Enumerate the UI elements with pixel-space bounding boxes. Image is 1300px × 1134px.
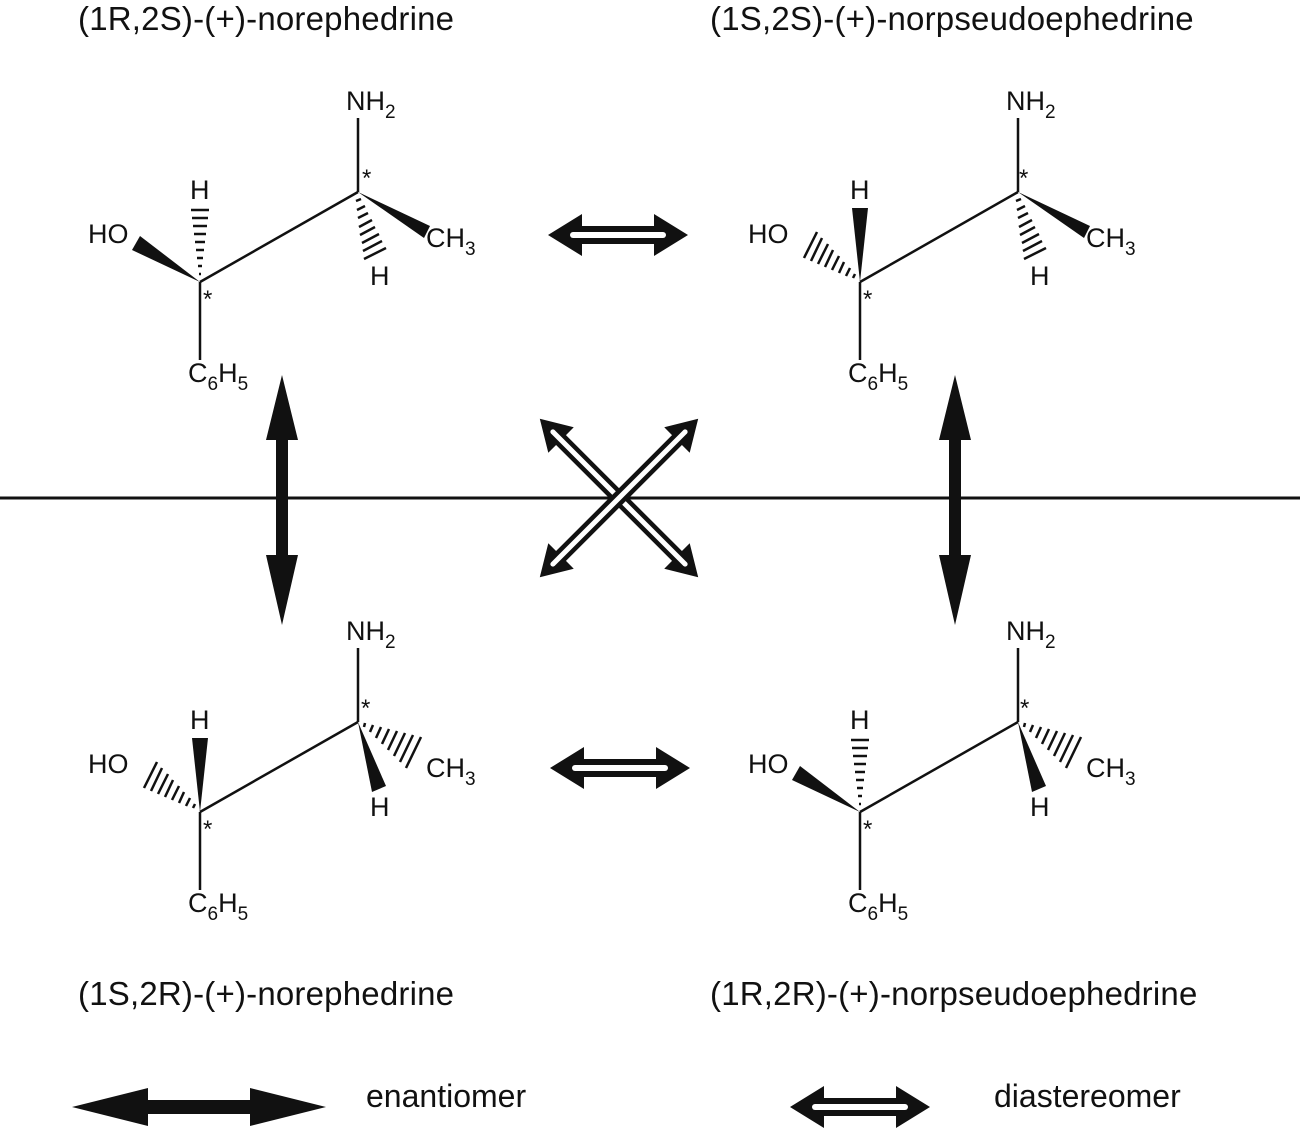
hydroxyl-label: HO xyxy=(88,219,129,249)
methyl-label: CH3 xyxy=(1086,753,1136,790)
amine-label: NH2 xyxy=(1006,86,1056,123)
legend-diastereomer-arrow xyxy=(790,1086,930,1128)
stereocenter-marker: * xyxy=(362,165,371,192)
methyl-label: CH3 xyxy=(426,223,476,260)
molecule-top-left: NH2 * H HO CH3 H * C6H5 xyxy=(88,86,476,395)
hydrogen-label: H xyxy=(850,175,870,205)
phenyl-label: C6H5 xyxy=(848,358,908,395)
hydrogen-label: H xyxy=(370,792,390,822)
hydroxyl-label: HO xyxy=(748,749,789,779)
title-top-right: (1S,2S)-(+)-norpseudoephedrine xyxy=(710,0,1194,37)
amine-label: NH2 xyxy=(346,616,396,653)
hydroxyl-label: HO xyxy=(88,749,129,779)
stereocenter-marker: * xyxy=(1019,165,1028,192)
legend-enantiomer-label: enantiomer xyxy=(366,1078,527,1114)
stereocenter-marker: * xyxy=(1020,695,1029,722)
hydrogen-label: H xyxy=(370,261,390,291)
title-bottom-right: (1R,2R)-(+)-norpseudoephedrine xyxy=(710,975,1198,1012)
stereocenter-marker: * xyxy=(203,816,212,843)
legend-diastereomer-label: diastereomer xyxy=(994,1078,1181,1114)
hydrogen-label: H xyxy=(1030,792,1050,822)
amine-label: NH2 xyxy=(1006,616,1056,653)
molecule-bottom-right: NH2 * H HO CH3 H * C6H5 xyxy=(748,616,1136,925)
stereocenter-marker: * xyxy=(203,286,212,313)
diastereomer-arrow-bottom xyxy=(550,747,690,789)
hydrogen-label: H xyxy=(190,175,210,205)
phenyl-label: C6H5 xyxy=(848,888,908,925)
enantiomer-arrow-right xyxy=(939,375,971,625)
enantiomer-arrow-left xyxy=(266,375,298,625)
amine-label: NH2 xyxy=(346,86,396,123)
stereocenter-marker: * xyxy=(863,816,872,843)
methyl-label: CH3 xyxy=(426,753,476,790)
phenyl-label: C6H5 xyxy=(188,358,248,395)
title-top-left: (1R,2S)-(+)-norephedrine xyxy=(78,0,455,37)
hydrogen-label: H xyxy=(190,705,210,735)
stereocenter-marker: * xyxy=(863,286,872,313)
molecule-bottom-left: NH2 * H HO CH3 H * C6H5 xyxy=(88,616,476,925)
diastereomer-arrow-top xyxy=(548,214,688,256)
phenyl-label: C6H5 xyxy=(188,888,248,925)
methyl-label: CH3 xyxy=(1086,223,1136,260)
diastereomer-cross-arrows xyxy=(539,418,699,578)
title-bottom-left: (1S,2R)-(+)-norephedrine xyxy=(78,975,455,1012)
hydroxyl-label: HO xyxy=(748,219,789,249)
molecule-top-right: NH2 * H HO CH3 H * C6H5 xyxy=(748,86,1136,395)
legend-enantiomer-arrow xyxy=(72,1088,326,1126)
hydrogen-label: H xyxy=(850,705,870,735)
hydrogen-label: H xyxy=(1030,261,1050,291)
stereocenter-marker: * xyxy=(361,695,370,722)
